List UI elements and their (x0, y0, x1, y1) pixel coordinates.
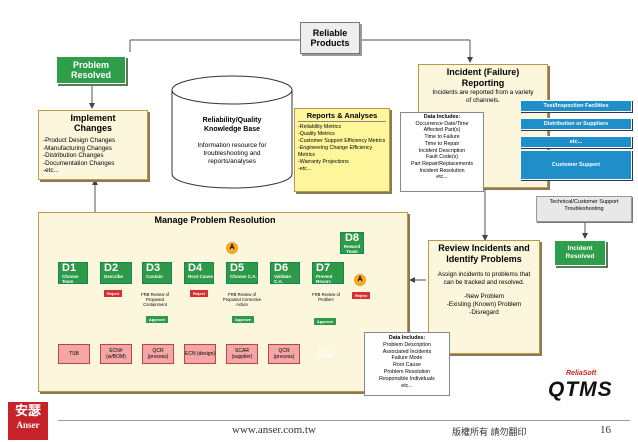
problem-data-box: Data Includes: Problem Description Assoc… (364, 332, 450, 396)
channel-etc: etc... (520, 136, 632, 148)
reports-analyses-box: Reports & Analyses -Reliability Metrics … (294, 108, 390, 192)
form-ecn-bom: ECN# (w/BOM) (100, 344, 132, 364)
review-desc: Assign incidents to problems that can be… (437, 271, 531, 286)
manage-title: Manage Problem Resolution (154, 215, 276, 225)
a-marker: A (354, 274, 366, 286)
qtms-logo: QTMS (548, 378, 613, 401)
data-includes-title: Data Includes: (423, 114, 461, 120)
list-item: -Warranty Projections (298, 159, 349, 165)
list-item: Problem Resolution (383, 368, 431, 375)
reports-list: -Reliability Metrics -Quality Metrics -C… (298, 124, 386, 173)
reject-tag: Reject (104, 290, 122, 297)
list-item: etc... (401, 382, 413, 389)
reject-tag: Reject (190, 290, 208, 297)
list-item: Associated Incidents (382, 348, 432, 355)
channel-test-inspection: Test/Inspection Facilities (520, 100, 632, 112)
list-item: Occurrence Date/Time (415, 120, 469, 127)
review-list: -New Problem -Existing (Known) Problem -… (433, 293, 535, 317)
anser-logo: 安瑟 Anser (8, 402, 48, 440)
list-item: Time to Failure (424, 134, 460, 141)
page-number: 16 (600, 424, 611, 436)
reliasoft-brand: ReliaSoft (566, 370, 597, 377)
list-item: -etc... (298, 166, 312, 172)
step-d7: D7 Prevent Recurr. (312, 262, 344, 284)
step-d1: D1 Choose Team (58, 262, 88, 284)
list-item: Time to Repair (424, 140, 460, 147)
logo-chinese: 安瑟 (14, 403, 41, 418)
step-d2: D2 Describe (100, 262, 132, 284)
logo-english: Anser (16, 420, 40, 430)
list-item: -Disregard (469, 309, 499, 316)
close-frb-label: Close FRB/8D (315, 347, 335, 359)
incident-title: Incident (Failure) Reporting (446, 67, 520, 88)
a-marker: A (226, 242, 238, 254)
list-item: Affected Part(s) (423, 127, 461, 134)
form-qcr-process: QCR (process) (142, 344, 174, 364)
list-item: etc... (436, 174, 448, 181)
list-item: Incident Resolution (419, 167, 465, 174)
reliable-products-label: Reliable Products (310, 28, 350, 48)
step-d6: D6 Validate C.A. (270, 262, 300, 284)
frb-review-problem: FRB Review of Problem (312, 292, 340, 302)
list-item: Fault Code(s) (425, 154, 459, 161)
list-item: -Customer Support Efficiency Metrics (298, 138, 386, 144)
reports-title: Reports & Analyses (298, 111, 386, 122)
list-item: -Manufacturing Changes (43, 144, 112, 152)
step-d4: D4 Root Cause (184, 262, 214, 284)
kb-desc: Information resource for troubleshooting… (197, 142, 267, 165)
list-item: -Product Design Changes (43, 137, 116, 144)
list-item: -Documentation Changes (43, 159, 115, 167)
channel-distribution: Distribution or Suppliers (520, 118, 632, 130)
incident-data-box: Data Includes: Occurrence Date/Time Affe… (400, 112, 484, 192)
list-item: -Existing (Known) Problem (446, 301, 522, 308)
problem-data-title: Data Includes: (388, 335, 426, 341)
list-item: -New Problem (464, 293, 504, 300)
frb-review-corrective: FRB Review of Proposed Corrective Action (222, 292, 262, 307)
approve-tag: Approve (232, 316, 254, 323)
review-title: Review Incidents and Identify Problems (438, 243, 530, 264)
problem-resolved-box: Problem Resolved (56, 56, 126, 84)
list-item: Root Cause (393, 362, 421, 369)
footer-url[interactable]: www.anser.com.tw (232, 424, 316, 436)
step-d8: D8 Reward Team (340, 232, 364, 254)
incident-desc: Incidents are reported from a variety of… (432, 89, 534, 104)
form-scar-supplier: SCAR (supplier) (226, 344, 258, 364)
implement-changes-box: Implement Changes -Product Design Change… (38, 110, 148, 180)
list-item: -Quality Metrics (298, 131, 335, 137)
list-item: -etc... (43, 167, 59, 174)
channel-customer-support: Customer Support (520, 150, 632, 180)
step-d5: D5 Choose C.A. (226, 262, 258, 284)
implement-changes-title: Implement Changes (70, 113, 116, 133)
list-item: Incident Description (418, 147, 466, 154)
list-item: Failure Mode (391, 355, 423, 362)
list-item: Part Repair/Replacements (410, 160, 474, 167)
list-item: Problem Description (383, 341, 431, 348)
approve-tag: Approve (314, 318, 336, 325)
changes-list: -Product Design Changes -Manufacturing C… (43, 137, 143, 175)
form-tsb: TSB (58, 344, 90, 364)
reliable-products-box: Reliable Products (300, 22, 360, 54)
database-cylinder-icon (171, 75, 293, 189)
list-item: -Engineering Change Efficiency Metrics (298, 145, 373, 158)
tech-support-box: Technical/Customer Support Troubleshooti… (536, 196, 632, 222)
step-d3: D3 Contain (142, 262, 172, 284)
list-item: Responsible Individuals (379, 375, 435, 382)
footer-copyright: 版權所有 請勿翻印 (452, 427, 527, 437)
reject-tag: Reject (352, 292, 370, 299)
kb-title: Reliability/Quality Knowledge Base (202, 117, 262, 133)
incident-resolved-box: Incident Resolved (554, 240, 606, 266)
approve-tag: Approve (146, 316, 168, 323)
footer-bar (58, 420, 630, 421)
list-item: -Reliability Metrics (298, 124, 341, 130)
form-ecn-design: ECN (design) (184, 344, 216, 364)
frb-review-containment: FRB Review of Proposed Containment (141, 292, 169, 307)
form-qcr-process-2: QCR (process) (268, 344, 300, 364)
problem-resolved-label: Problem Resolved (70, 60, 112, 80)
list-item: -Distribution Changes (43, 152, 104, 159)
